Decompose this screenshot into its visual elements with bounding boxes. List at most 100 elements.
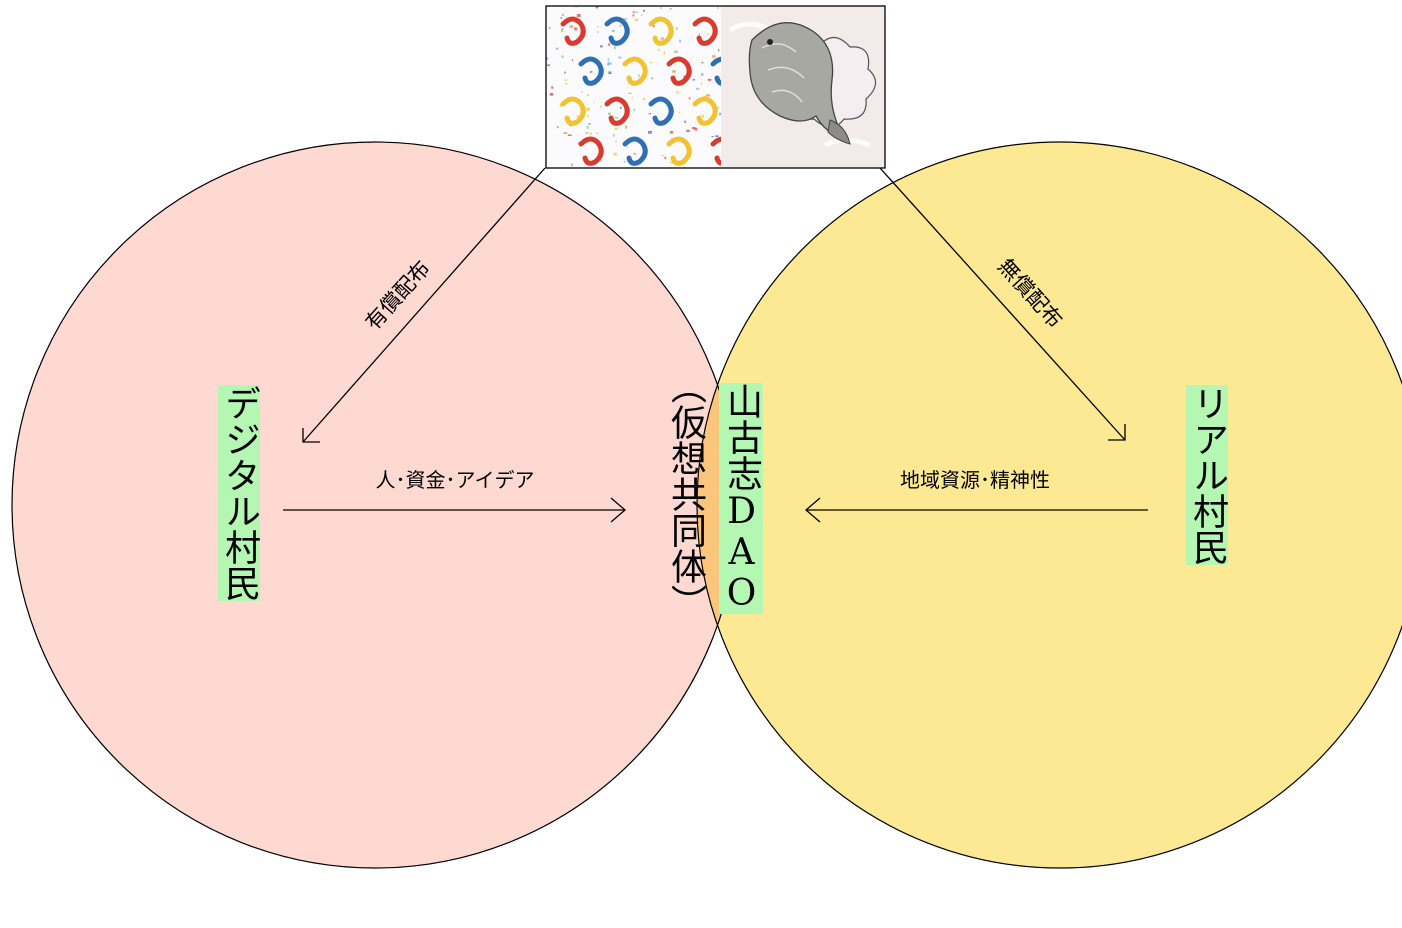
confetti-speck [633,152,637,155]
confetti-speck [628,92,632,94]
confetti-speck [597,31,599,33]
confetti-speck [623,160,626,163]
real-villager-label: リアル村民 [1186,385,1228,565]
confetti-speck [619,24,622,27]
confetti-speck [692,127,696,130]
confetti-speck [595,132,599,134]
koi-swirl [578,136,604,166]
confetti-speck [678,111,681,114]
confetti-speck [643,97,645,100]
confetti-speck [597,26,599,28]
confetti-speck [560,17,563,19]
koi-swirl [710,56,721,86]
confetti-speck [676,91,679,94]
koi-swirl [666,56,692,86]
confetti-speck [608,112,611,116]
confetti-speck [614,117,619,119]
confetti-speck [561,28,564,32]
confetti-speck [581,91,583,93]
confetti-speck [565,83,568,85]
confetti-speck [651,77,654,80]
confetti-speck [701,61,704,64]
confetti-speck [648,113,652,115]
confetti-speck [600,45,603,48]
confetti-speck [590,132,592,135]
confetti-speck [593,101,595,104]
confetti-speck [701,73,704,76]
confetti-speck [660,7,662,9]
confetti-speck [684,120,687,123]
confetti-speck [700,82,703,85]
confetti-speck [636,11,639,14]
confetti-speck [549,93,554,96]
confetti-speck [571,163,573,167]
confetti-speck [711,136,714,138]
confetti-speck [634,18,639,21]
koi-swirl [666,136,692,166]
koi-swirl [604,96,630,126]
confetti-speck [649,61,653,64]
confetti-speck [648,130,652,134]
flow-arrows [283,167,1148,523]
confetti-speck [676,27,678,30]
koi-pattern [560,16,721,166]
confetti-speck [561,13,564,17]
confetti-speck [586,125,589,129]
confetti-speck [600,105,602,108]
confetti-speck [575,30,577,32]
confetti-speck [631,96,634,99]
confetti-speck [613,46,616,50]
confetti-speck [672,70,676,73]
confetti-speck [712,55,716,58]
confetti-speck [638,74,640,78]
confetti-speck [561,55,564,58]
confetti-speck [663,51,666,55]
confetti-speck [564,79,568,81]
venn-circles [11,141,1402,869]
digital-villager-circle [12,142,738,868]
confetti-speck [626,146,628,149]
confetti-speck [632,14,635,17]
confetti-speck [717,106,719,109]
confetti-speck [576,115,579,118]
people-funds-ideas-arrow [283,497,626,523]
confetti-speck [699,33,700,36]
confetti-speck [586,94,589,96]
confetti-speck [607,58,610,61]
confetti-speck [623,18,627,21]
colorful-koi-pattern-image [546,6,721,168]
koi-swirl [560,16,586,46]
confetti-speck [614,127,618,130]
confetti-speck [640,14,643,16]
confetti-speck [670,161,673,164]
confetti-speck [574,6,578,8]
virtual-community-label: （仮想共同体） [665,368,706,620]
confetti-speck [612,30,615,32]
confetti-speck [719,112,721,116]
confetti-speck [548,27,551,30]
confetti-speck [701,114,704,118]
confetti-speck [683,166,686,168]
confetti-speck [595,6,599,9]
confetti-speck [664,156,667,160]
confetti-speck [694,127,698,131]
confetti-speck [586,107,590,111]
koi-swirl [692,16,718,46]
confetti-speck [715,135,719,137]
koi-swirl [604,16,630,46]
koi-swirl [622,56,648,86]
confetti-speck [576,14,581,17]
confetti-speck [587,114,589,117]
confetti-speck [706,94,711,97]
confetti-speck [574,27,578,30]
digital-villager-label: デジタル村民 [218,385,260,601]
confetti-speck [669,8,672,10]
confetti-speck [625,125,627,129]
confetti-speck [607,62,612,65]
koi-swirl [648,16,674,46]
koi-swirl [622,136,648,166]
confetti-speck [562,27,564,31]
confetti-speck [589,71,593,73]
confetti-speck [662,154,664,157]
confetti-speck [670,131,674,134]
